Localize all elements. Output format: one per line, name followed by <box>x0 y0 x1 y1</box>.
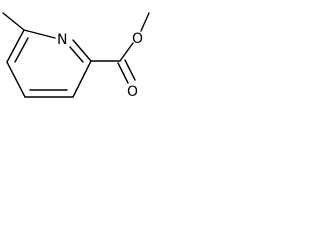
ring-bond-c2-c3 <box>72 60 92 98</box>
carbonyl-double-bond-a <box>117 62 129 84</box>
ring-double-bond-n-c2-inner <box>69 46 84 63</box>
bond-carbonyl-carbon-ester-oxygen <box>119 42 134 62</box>
bond-ester-oxygen-methyl <box>140 12 150 32</box>
ester-oxygen-atom-label: O <box>132 31 143 47</box>
carbonyl-double-bond-b <box>124 59 136 81</box>
molecule-structure-diagram: N O O <box>2 12 150 100</box>
methyl-bond <box>2 12 25 31</box>
ring-bond-c4-c5 <box>6 61 26 98</box>
carbonyl-oxygen-atom-label: O <box>127 84 138 100</box>
ring-bond-c6-n <box>23 29 56 39</box>
ring-bond-c5-c6 <box>6 29 25 63</box>
nitrogen-atom-label: N <box>57 32 67 48</box>
ring-double-bond-c5-c6-inner <box>14 37 29 63</box>
ring-bond-n-c2 <box>72 39 92 62</box>
